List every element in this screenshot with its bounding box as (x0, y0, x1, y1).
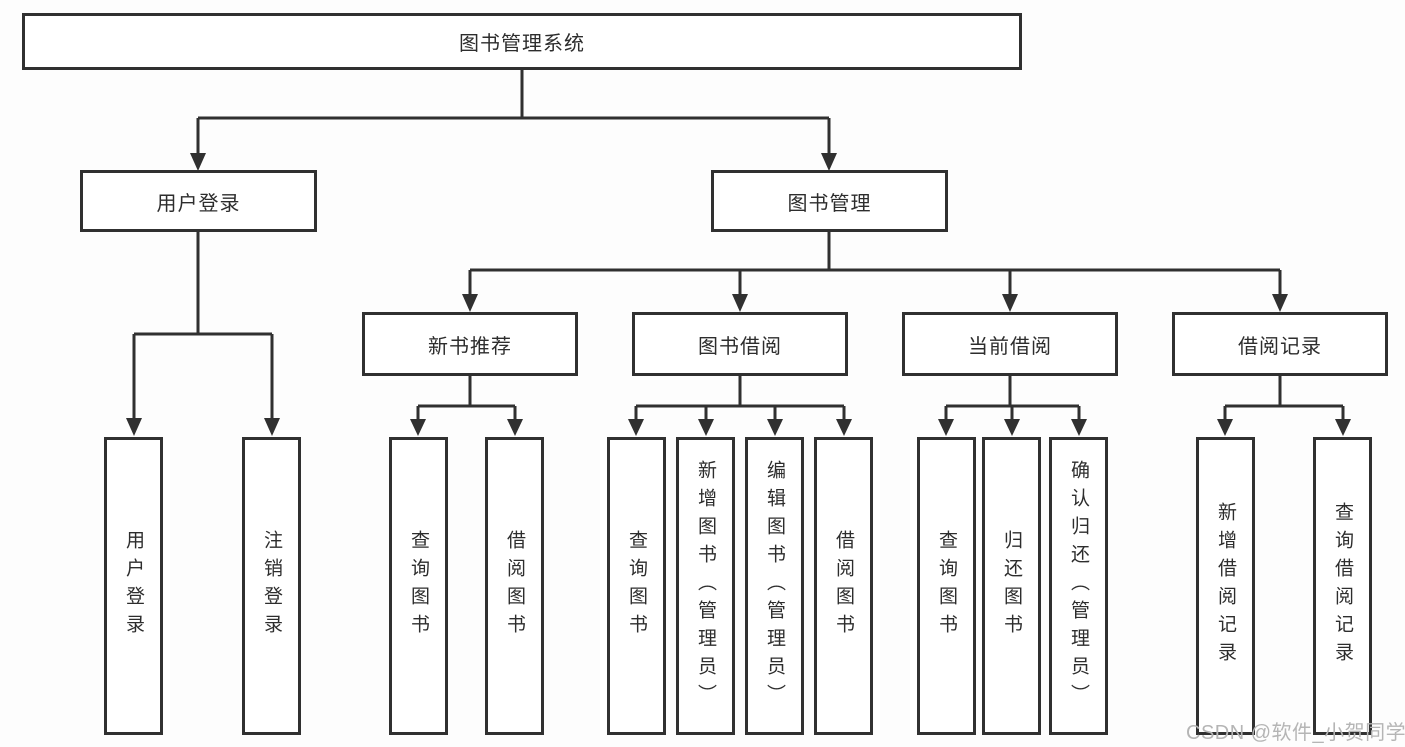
leaf-query-books-recommend: 查询图书 (389, 437, 448, 735)
node-current-borrowing: 当前借阅 (902, 312, 1118, 376)
leaf-edit-books-admin: 编辑图书（管理员） (745, 437, 804, 735)
node-root-system: 图书管理系统 (22, 13, 1022, 70)
leaf-query-borrow-record: 查询借阅记录 (1313, 437, 1372, 735)
leaf-borrow-books-recommend: 借阅图书 (485, 437, 544, 735)
connector-root-to-level2 (190, 69, 837, 171)
connector-borrowing-to-leaves (628, 376, 852, 436)
node-book-management: 图书管理 (711, 170, 948, 232)
connector-userlogin-to-leaves (126, 232, 280, 436)
connector-current-to-leaves (938, 376, 1087, 436)
node-new-book-recommend: 新书推荐 (362, 312, 578, 376)
leaf-borrow-books: 借阅图书 (814, 437, 873, 735)
connector-bookmgmt-to-level3 (462, 232, 1288, 312)
leaf-user-login: 用户登录 (104, 437, 163, 735)
leaf-add-borrow-record: 新增借阅记录 (1196, 437, 1255, 735)
csdn-watermark: CSDN @软件_小贺同学 (1186, 722, 1405, 744)
leaf-add-books-admin: 新增图书（管理员） (676, 437, 735, 735)
node-book-borrowing: 图书借阅 (632, 312, 848, 376)
connector-records-to-leaves (1217, 376, 1351, 436)
leaf-logout: 注销登录 (242, 437, 301, 735)
node-user-login: 用户登录 (80, 170, 317, 232)
leaf-query-books-current: 查询图书 (917, 437, 976, 735)
node-borrowing-records: 借阅记录 (1172, 312, 1388, 376)
leaf-query-books-borrowing: 查询图书 (607, 437, 666, 735)
leaf-return-books: 归还图书 (982, 437, 1041, 735)
connector-newbook-to-leaves (410, 376, 523, 436)
leaf-confirm-return-admin: 确认归还（管理员） (1049, 437, 1108, 735)
